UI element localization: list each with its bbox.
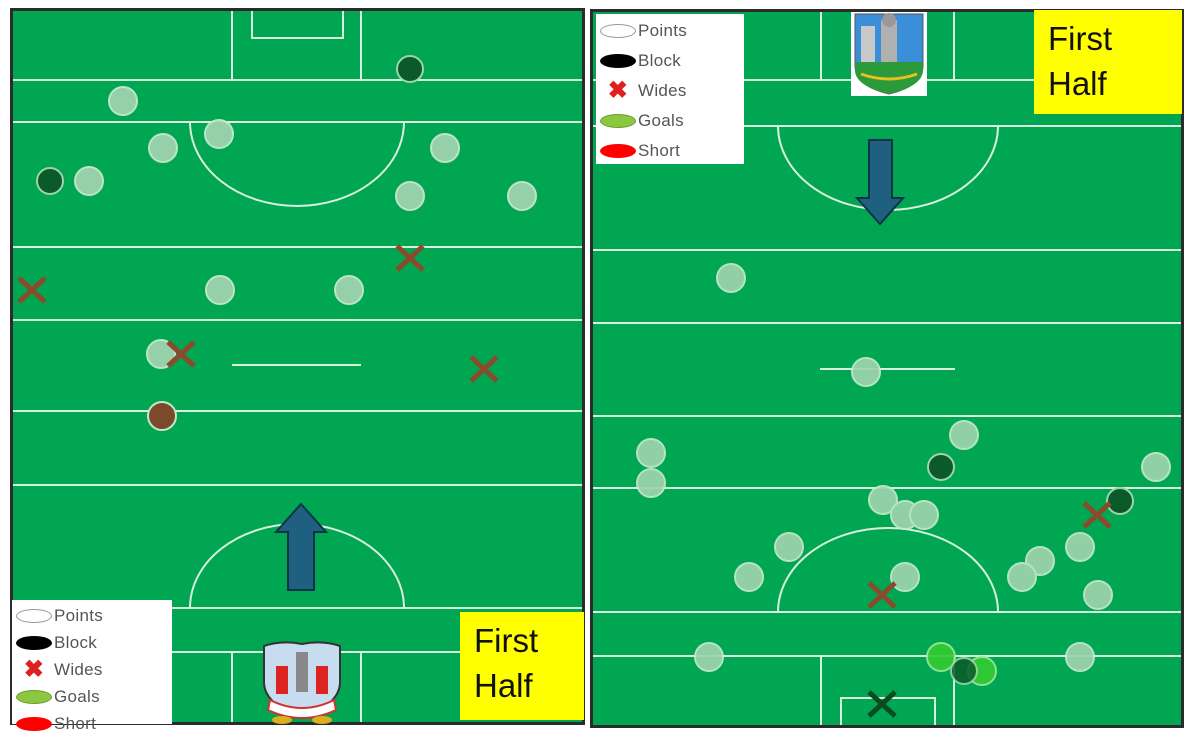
points-swatch-icon bbox=[16, 608, 52, 623]
half-label-left: First Half bbox=[460, 612, 584, 720]
legend-label: Block bbox=[638, 51, 682, 70]
cork-crest-icon bbox=[263, 641, 341, 724]
legend-label: Wides bbox=[638, 81, 687, 100]
pitch-left-markings bbox=[13, 11, 582, 722]
points-swatch-icon bbox=[600, 24, 636, 38]
legend-item-block: Block bbox=[600, 46, 740, 76]
legend-item-goals: Goals bbox=[16, 683, 168, 710]
goals-swatch-icon bbox=[16, 689, 52, 704]
goals-swatch-icon bbox=[600, 114, 636, 128]
legend-label: Points bbox=[54, 605, 104, 625]
left-short-markers bbox=[147, 401, 177, 431]
legend-item-points: Points bbox=[16, 602, 168, 629]
right-dark-wide-marker bbox=[867, 690, 897, 718]
legend-item-goals: Goals bbox=[600, 106, 740, 136]
legend-label: Wides bbox=[54, 659, 103, 679]
half-label-line2: Half bbox=[1048, 65, 1107, 102]
right-block-markers bbox=[927, 453, 1134, 685]
wides-cross-icon: ✖ bbox=[23, 655, 45, 683]
legend-label: Points bbox=[638, 21, 688, 40]
half-label-line2: Half bbox=[474, 667, 533, 704]
left-wide-markers bbox=[17, 244, 499, 383]
legend-right: Points Block ✖ Wides Goals Short bbox=[596, 14, 744, 164]
legend-label: Short bbox=[638, 141, 681, 160]
right-points-markers bbox=[636, 263, 1171, 672]
legend-label: Goals bbox=[638, 111, 684, 130]
legend-item-points: Points bbox=[600, 16, 740, 46]
legend-left: Points Block ✖ Wides Goals Short bbox=[12, 600, 172, 733]
legend-item-block: Block bbox=[16, 629, 168, 656]
left-block-markers bbox=[36, 55, 424, 195]
legend-label: Block bbox=[54, 632, 98, 652]
limerick-crest-icon bbox=[851, 12, 927, 96]
left-points-markers bbox=[74, 86, 537, 369]
wides-cross-icon: ✖ bbox=[607, 77, 629, 104]
half-label-right: First Half bbox=[1034, 10, 1182, 114]
block-swatch-icon bbox=[16, 635, 52, 650]
block-swatch-icon bbox=[600, 54, 636, 68]
short-swatch-icon bbox=[16, 716, 52, 731]
right-wide-markers bbox=[867, 501, 1112, 609]
short-swatch-icon bbox=[600, 144, 636, 158]
legend-item-wides: ✖ Wides bbox=[600, 76, 740, 106]
attack-direction-arrow-up-icon bbox=[273, 502, 329, 591]
legend-label: Short bbox=[54, 713, 97, 733]
legend-item-short: Short bbox=[16, 710, 168, 737]
legend-label: Goals bbox=[54, 686, 100, 706]
attack-direction-arrow-down-icon bbox=[854, 139, 906, 226]
half-label-line1: First bbox=[1048, 20, 1113, 57]
legend-item-short: Short bbox=[600, 136, 740, 166]
half-label-line1: First bbox=[474, 622, 539, 659]
legend-item-wides: ✖ Wides bbox=[16, 656, 168, 683]
